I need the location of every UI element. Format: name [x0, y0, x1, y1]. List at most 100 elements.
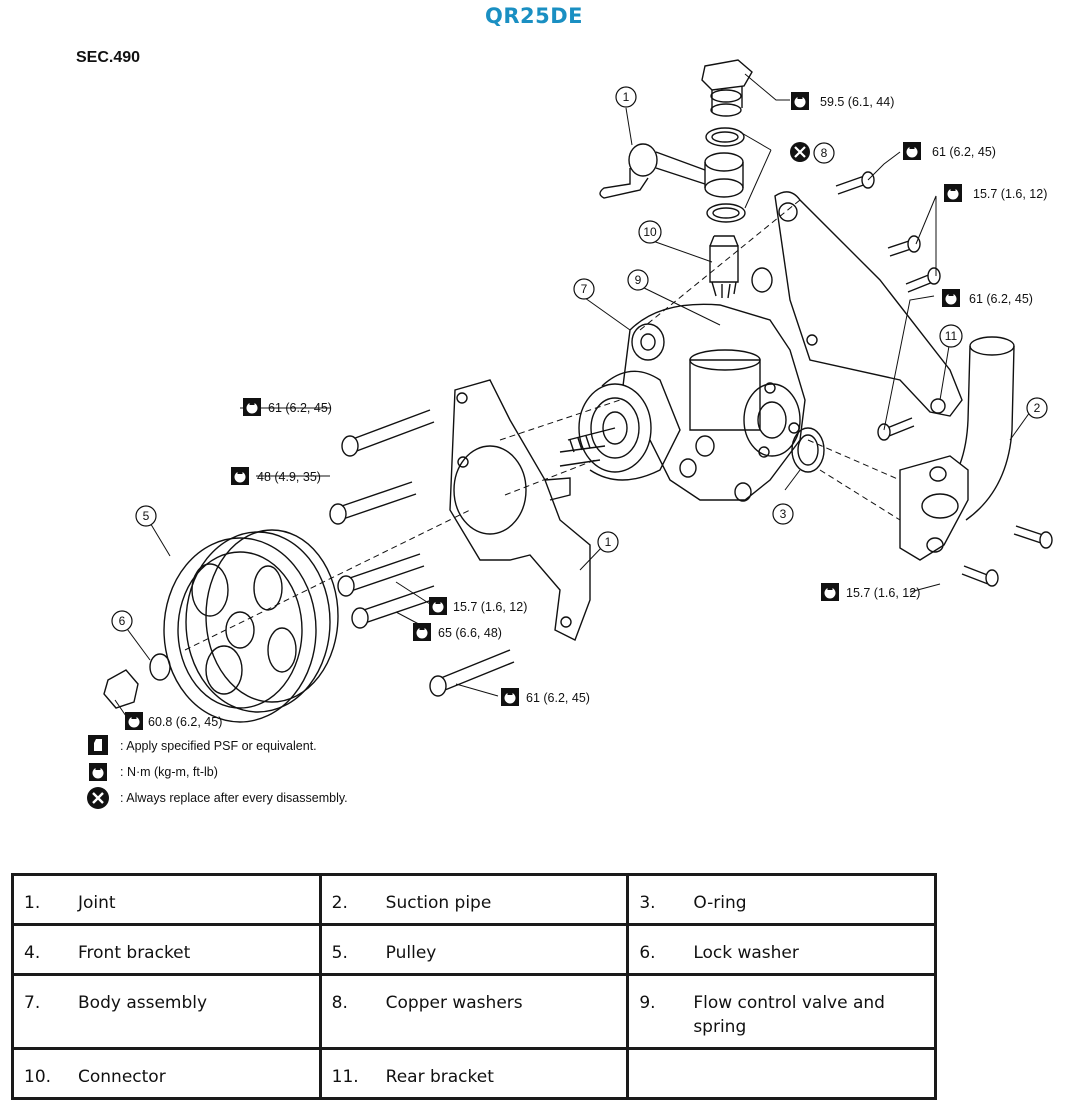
alignment-lines [184, 199, 901, 651]
callout-num: 1 [623, 90, 630, 104]
part-number: 10. [24, 1067, 52, 1087]
torque-labels: 59.5 (6.1, 44) 61 (6.2, 45) 15.7 (1.6, 1… [125, 92, 1047, 730]
torque-value: 60.8 (6.2, 45) [148, 715, 222, 729]
torque-label: 15.7 (1.6, 12) [821, 583, 920, 601]
callout-num: 5 [143, 509, 150, 523]
callout-num: 8 [821, 146, 828, 160]
table-row: 7.Body assembly 8.Copper washers 9.Flow … [11, 973, 937, 1050]
section-label: SEC.490 [76, 49, 141, 66]
table-cell: 2.Suction pipe [318, 873, 630, 926]
torque-label: 60.8 (6.2, 45) [125, 712, 222, 730]
torque-value: 48 (4.9, 35) [257, 470, 321, 484]
callout-7: 7 [573, 278, 595, 300]
callout-11: 11 [939, 324, 963, 348]
torque-value: 61 (6.2, 45) [526, 691, 590, 705]
pulley-part [163, 529, 339, 723]
suction-pipe [899, 336, 1015, 561]
exploded-diagram: 1 1 2 3 5 6 7 8 9 10 11 59.5 (6.1, 44) 6… [87, 59, 1053, 809]
legend-text: : N·m (kg-m, ft-lb) [120, 765, 218, 779]
torque-value: 15.7 (1.6, 12) [453, 600, 527, 614]
part-number: 7. [24, 993, 41, 1013]
torque-value: 65 (6.6, 48) [438, 626, 502, 640]
torque-value: 61 (6.2, 45) [969, 292, 1033, 306]
table-cell: 8.Copper washers [318, 973, 630, 1050]
torque-value: 61 (6.2, 45) [932, 145, 996, 159]
part-name: Suction pipe [385, 893, 492, 913]
table-row: 1. Joint 2.Suction pipe 3. O-ring [11, 873, 937, 926]
connector-cap [701, 59, 753, 117]
callout-1-bracket: 1 [597, 531, 619, 553]
torque-wrench-icon [231, 467, 249, 485]
copper-washer-bottom [706, 203, 746, 223]
legend-row-replace: : Always replace after every disassembly… [87, 787, 348, 809]
part-name: Lock washer [693, 943, 799, 963]
rear-bracket [774, 191, 963, 417]
torque-label: 65 (6.6, 48) [413, 623, 502, 641]
table-cell: 11.Rear bracket [318, 1047, 630, 1100]
table-row: 10. Connector 11.Rear bracket [11, 1047, 937, 1100]
joint-part [599, 143, 744, 199]
callout-8: 8 [813, 142, 835, 164]
callout-num: 7 [581, 282, 588, 296]
torque-label: 48 (4.9, 35) [231, 467, 321, 485]
part-name: Pulley [385, 943, 437, 963]
table-cell: 1. Joint [11, 873, 322, 926]
table-cell: 4.Front bracket [11, 923, 322, 976]
callout-num: 6 [119, 614, 126, 628]
torque-label: 61 (6.2, 45) [243, 398, 332, 416]
torque-value: 15.7 (1.6, 12) [846, 586, 920, 600]
table-cell: 3. O-ring [626, 873, 937, 926]
callout-10: 10 [638, 220, 662, 244]
torque-wrench-icon [429, 597, 447, 615]
part-name: Front bracket [78, 943, 191, 963]
table-cell: 5. Pulley [318, 923, 630, 976]
part-name: Flow control valve and spring [693, 993, 885, 1037]
table-cell: 9. Flow control valve and spring [626, 973, 937, 1050]
part-name: O-ring [693, 893, 747, 913]
torque-wrench-icon [903, 142, 921, 160]
torque-wrench-icon [944, 184, 962, 202]
callout-num: 3 [780, 507, 787, 521]
torque-label: 61 (6.2, 45) [903, 142, 996, 160]
page-title: QR25DE [484, 4, 584, 28]
torque-value: 15.7 (1.6, 12) [973, 187, 1047, 201]
torque-label: 59.5 (6.1, 44) [791, 92, 894, 110]
callout-num: 9 [635, 273, 642, 287]
pulley-nut [103, 669, 139, 709]
part-number: 5. [331, 943, 348, 963]
legend-text: : Always replace after every disassembly… [120, 791, 348, 805]
callout-num: 2 [1034, 401, 1041, 415]
callout-1-top: 1 [615, 86, 637, 108]
sealant-icon [88, 735, 108, 755]
torque-wrench-icon [942, 289, 960, 307]
torque-label: 15.7 (1.6, 12) [944, 184, 1047, 202]
part-number: 11. [331, 1067, 359, 1087]
torque-value: 61 (6.2, 45) [268, 401, 332, 415]
part-name: Joint [78, 893, 116, 913]
legend-row-torque: : N·m (kg-m, ft-lb) [89, 763, 218, 781]
lock-washer-part [149, 653, 171, 681]
callout-num: 11 [945, 329, 958, 343]
leader-lines [114, 73, 1031, 717]
part-number: 1. [24, 893, 41, 913]
part-number: 6. [639, 943, 656, 963]
table-cell: 6. Lock washer [626, 923, 937, 976]
table-row: 4.Front bracket 5. Pulley 6. Lock washer [11, 923, 937, 976]
callout-num: 10 [643, 225, 657, 239]
torque-wrench-icon [501, 688, 519, 706]
callout-9: 9 [627, 269, 649, 291]
part-number: 3. [639, 893, 656, 913]
torque-wrench-icon [791, 92, 809, 110]
part-number: 9. [639, 993, 656, 1013]
table-cell [626, 1047, 937, 1100]
replace-x-icon [790, 142, 810, 162]
replace-x-icon [87, 787, 109, 809]
legend: : Apply specified PSF or equivalent. : N… [87, 735, 348, 809]
torque-value: 59.5 (6.1, 44) [820, 95, 894, 109]
torque-wrench-icon [125, 712, 143, 730]
part-name: Connector [78, 1067, 166, 1087]
connector-part [709, 235, 739, 299]
torque-wrench-icon [413, 623, 431, 641]
part-name: Copper washers [385, 993, 523, 1013]
parts-table: 1. Joint 2.Suction pipe 3. O-ring 4.Front … [11, 873, 937, 1100]
